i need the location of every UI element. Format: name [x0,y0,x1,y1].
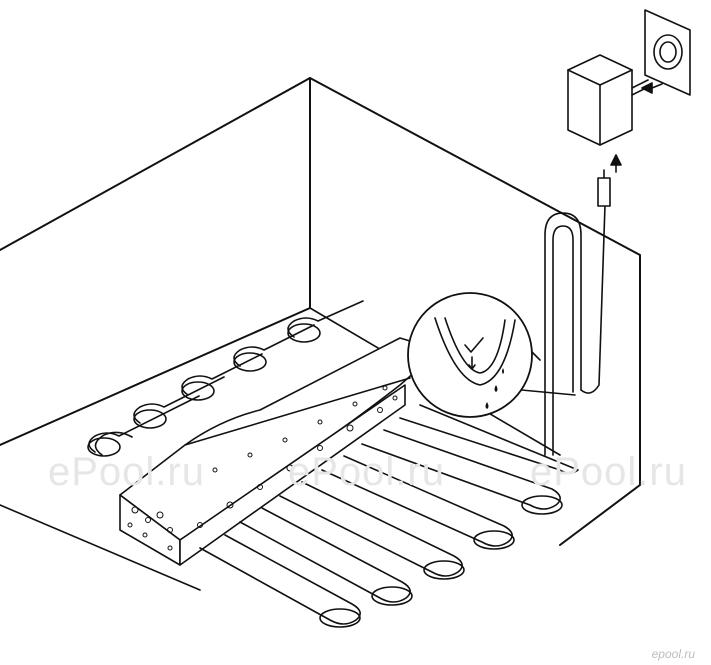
left-arrow-icon [641,82,663,94]
near-heating-loops [199,404,579,628]
far-heating-loops [87,300,364,457]
power-adapter [567,54,649,146]
power-cable [544,169,611,456]
watermark-1: ePool.ru [48,450,205,494]
wall-socket [644,9,691,96]
check-icon [464,337,484,353]
room-walls [0,77,641,591]
watermark-2: ePool.ru [288,450,445,494]
watermark-3: ePool.ru [530,450,687,494]
corner-watermark: epool.ru [651,647,695,661]
up-arrow-icon [610,154,622,173]
gravel-texture [127,385,398,551]
water-drop-icon [485,368,504,409]
detail-callout [407,292,576,418]
